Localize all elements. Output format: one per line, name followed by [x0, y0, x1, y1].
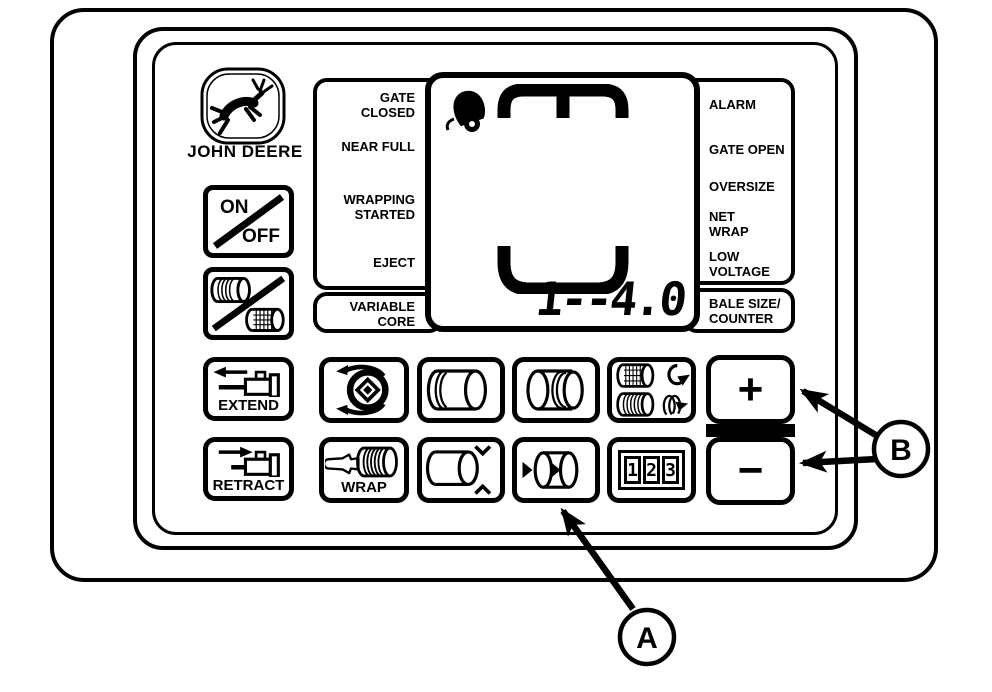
bale-rings-left-icon — [426, 369, 488, 411]
bale-size-limit-button[interactable] — [417, 437, 505, 503]
bale-chamber-top-bracket-icon — [497, 84, 629, 118]
net-twine-select-button[interactable] — [607, 357, 696, 423]
plus-label: + — [737, 364, 764, 414]
retract-label: RETRACT — [212, 476, 285, 494]
indicator-bale-size-counter: BALE SIZE/ COUNTER — [709, 296, 781, 326]
minus-label: − — [737, 446, 764, 495]
retract-button[interactable]: RETRACT — [203, 437, 294, 501]
net-twine-rolls-icon — [615, 363, 690, 417]
middle-housing-frame — [133, 27, 858, 550]
bale-rings-right-icon — [526, 369, 584, 411]
power-on-label: ON — [220, 197, 249, 218]
outer-housing-frame — [50, 8, 938, 582]
extend-button[interactable]: EXTEND — [203, 357, 294, 421]
lcd-display: 1--4.0 — [425, 72, 700, 332]
counter-digit: 3 — [662, 456, 679, 484]
indicator-variable-core: VARIABLE CORE — [349, 299, 415, 329]
increase-button[interactable]: + — [706, 355, 795, 424]
brand-wordmark: JOHN DEERE — [187, 142, 303, 161]
counter-digit: 1 — [624, 456, 641, 484]
hand-and-roll-icon — [325, 446, 398, 477]
callout-a-label: A — [636, 622, 658, 655]
counter-display-icon: 1 2 3 — [618, 450, 685, 490]
bale-compress-button[interactable] — [512, 437, 600, 503]
indicator-gate-open: GATE OPEN — [709, 142, 785, 157]
decrease-button[interactable]: − — [706, 437, 795, 505]
extend-label: EXTEND — [218, 396, 279, 414]
bale-chamber-bottom-bracket-icon — [497, 246, 629, 294]
plus-minus-divider — [706, 424, 795, 437]
panel-face-frame — [152, 42, 838, 535]
counter-digit: 2 — [643, 456, 660, 484]
twine-net-off-button[interactable] — [203, 267, 294, 340]
indicator-eject: EJECT — [373, 255, 415, 270]
indicator-wrapping-started: WRAPPING STARTED — [343, 192, 416, 222]
wrap-button[interactable]: WRAP — [319, 437, 409, 503]
power-off-label: OFF — [242, 226, 280, 247]
indicator-low-voltage: LOW VOLTAGE — [709, 249, 770, 279]
twine-net-rolls-slash-icon — [210, 275, 286, 332]
wrap-label: WRAP — [341, 478, 387, 496]
indicator-near-full: NEAR FULL — [341, 139, 415, 154]
bale-inward-chevrons-icon — [425, 445, 492, 495]
bale-rings-right-button[interactable] — [512, 357, 600, 423]
bale-counter-button[interactable]: 1 2 3 — [607, 437, 696, 503]
variable-core-tab: VARIABLE CORE — [313, 292, 443, 333]
wrap-mechanism-icon — [336, 364, 389, 416]
alarm-bell-icon — [445, 90, 486, 132]
bale-inward-arrowheads-icon — [522, 451, 579, 489]
extend-cylinder-icon — [212, 366, 280, 397]
lcd-value: 1--4.0 — [532, 272, 687, 326]
indicator-gate-closed: GATE CLOSED — [360, 90, 415, 120]
left-indicator-panel: GATE CLOSED NEAR FULL WRAPPING STARTED E… — [313, 78, 443, 290]
john-deere-logo-icon — [200, 67, 286, 145]
bale-rings-left-button[interactable] — [417, 357, 505, 423]
indicator-oversize: OVERSIZE — [709, 179, 775, 194]
indicator-alarm: ALARM — [709, 97, 756, 112]
wrap-mechanism-button[interactable] — [319, 357, 409, 423]
power-on-off-button[interactable]: ON OFF — [203, 185, 294, 258]
right-indicator-panel: ALARM GATE OPEN OVERSIZE NET WRAP LOW VO… — [683, 78, 795, 285]
indicator-net-wrap: NET WRAP — [709, 209, 749, 239]
power-slash-icon — [212, 194, 285, 249]
callout-a-circle — [617, 607, 677, 667]
retract-cylinder-icon — [218, 446, 280, 477]
